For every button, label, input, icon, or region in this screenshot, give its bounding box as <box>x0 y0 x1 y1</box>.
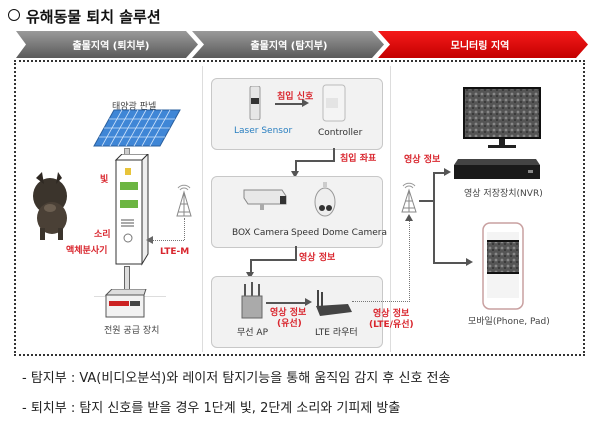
arrow-right-icon <box>305 298 312 306</box>
section-divider <box>202 66 203 352</box>
antenna-tower-icon <box>176 184 192 217</box>
section-divider <box>390 66 391 352</box>
lte-uplink-line <box>409 218 410 302</box>
laser-sensor-label: Laser Sensor <box>234 126 293 136</box>
arrow-line <box>433 172 445 174</box>
circle-bullet-icon <box>8 9 20 21</box>
wired-label: (유선) <box>277 319 302 329</box>
sprayer-label: 액체분사기 <box>66 246 108 256</box>
sensor-box <box>211 78 383 150</box>
arrow-right-icon <box>444 168 451 176</box>
lte-router-label: LTE 라우터 <box>315 328 358 338</box>
arrow-line <box>295 160 297 172</box>
solar-panel-label: 태양광 판넬 <box>112 102 157 112</box>
repeller-device-icon <box>114 154 149 266</box>
note-repel: - 퇴치부 : 탐지 신호를 받을 경우 1단계 빛, 2단계 소리와 기피제 … <box>22 401 401 416</box>
page-title: 유해동물 퇴치 솔루션 <box>8 6 161 27</box>
lte-m-label: LTE-M <box>160 247 190 257</box>
arrow-line <box>295 246 297 260</box>
step-monitor: 모니터링 지역 <box>450 41 510 52</box>
lte-link-line <box>150 240 184 241</box>
arrow-line <box>433 262 467 264</box>
arrow-right-icon <box>302 99 309 107</box>
dome-camera-label: Speed Dome Camera <box>291 228 387 238</box>
wild-boar-icon <box>33 172 67 240</box>
step-repel: 출몰지역 (퇴치부) <box>72 41 150 52</box>
arrow-down-icon <box>291 171 299 178</box>
nvr-icon <box>454 159 540 179</box>
power-supply-label: 전원 공급 장치 <box>104 326 160 336</box>
arrow-line <box>275 103 303 105</box>
intrusion-signal-label: 침입 신호 <box>277 92 314 102</box>
network-box <box>211 276 383 348</box>
arrow-line <box>250 259 252 273</box>
lte-uplink-line <box>352 301 410 302</box>
light-label: 빛 <box>100 175 109 185</box>
camera-box <box>211 176 383 248</box>
lte-link-line <box>184 218 185 240</box>
mobile-label: 모바일(Phone, Pad) <box>468 317 550 327</box>
battery-icon <box>104 289 147 318</box>
arrow-line <box>295 160 335 162</box>
arrow-line <box>266 302 306 304</box>
step-chevrons <box>16 31 588 58</box>
lte-router-icon <box>316 290 352 316</box>
controller-label: Controller <box>318 128 363 138</box>
lte-wired-label: (LTE/유선) <box>369 320 414 330</box>
mobile-phone-icon <box>482 222 524 310</box>
diagram-frame <box>14 60 585 356</box>
arrow-line <box>433 172 435 262</box>
nvr-label: 영상 저장장치(NVR) <box>464 189 543 199</box>
monitor-icon <box>463 87 541 148</box>
wireless-ap-label: 무선 AP <box>237 328 269 338</box>
wireless-ap-icon <box>241 282 263 319</box>
box-camera-label: BOX Camera <box>232 228 289 238</box>
arrow-line <box>250 259 297 261</box>
sound-label: 소리 <box>94 230 111 240</box>
arrow-down-icon <box>246 272 254 279</box>
step-detect: 출몰지역 (탐지부) <box>250 41 328 52</box>
video-info-label: 영상 정보 <box>299 253 336 263</box>
intrusion-coords-label: 침입 좌표 <box>340 154 377 164</box>
video-info-monitor-label: 영상 정보 <box>404 155 441 165</box>
dome-camera-icon <box>314 182 336 217</box>
solar-panel-icon <box>93 109 181 147</box>
video-info-wired-label: 영상 정보 <box>270 308 307 318</box>
arrow-line <box>419 200 433 202</box>
note-detect: - 탐지부 : VA(비디오분석)와 레이저 탐지기능을 통해 움직임 감지 후… <box>22 371 451 386</box>
box-camera-icon <box>243 189 287 210</box>
antenna-tower-icon <box>401 182 417 213</box>
arrow-up-icon <box>405 214 413 221</box>
laser-sensor-icon <box>249 86 261 120</box>
arrow-right-icon <box>466 258 473 266</box>
controller-icon <box>322 84 346 122</box>
video-info-lte-label: 영상 정보 <box>373 309 410 319</box>
arrow-line <box>333 148 335 161</box>
arrow-left-icon <box>146 236 153 244</box>
